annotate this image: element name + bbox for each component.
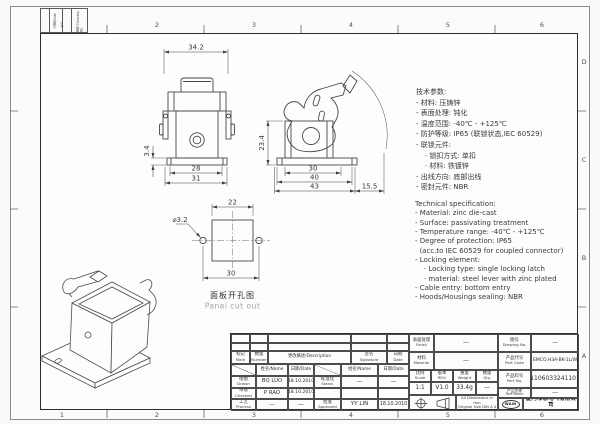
zone-label: 2	[154, 21, 160, 29]
tb-projection-symbols	[409, 395, 456, 411]
corner-stamp-table: 日期/Date 图号 Drawing No.	[40, 8, 88, 33]
spec-line: - 联锁元件:	[416, 140, 452, 149]
tb-company-logo: WAIN	[498, 398, 523, 411]
spec-line: - Material: zinc die-cast	[415, 209, 497, 218]
tb-drawn-date: 18.10.2010	[288, 376, 314, 388]
spec-line: - Surface: passivating treatment	[415, 218, 529, 227]
tb-finish-value: —	[434, 334, 498, 352]
spec-line: - 防护等级: IP65 (联锁状态,IEC 60529)	[416, 130, 543, 139]
zone-label: 5	[445, 21, 451, 29]
zone-label: 6	[539, 21, 545, 29]
zone-label: 5	[445, 411, 451, 419]
corner-drawing-no-label: 图号 Drawing No.	[75, 11, 84, 32]
projection-symbol-icon	[414, 397, 450, 409]
tb-stand-name: —	[341, 376, 378, 388]
tb-rev-value: V1.0	[431, 382, 453, 395]
tb-part-code-value: EMCO.H3A-BK-1L/W	[531, 352, 579, 370]
zone-label: 1	[59, 411, 65, 419]
zone-label: A	[581, 352, 587, 360]
tb-dimension-note: All Dimensions in mm Original Size DIN A…	[456, 395, 498, 411]
zone-label: D	[581, 58, 587, 66]
tb-drawing-no-value: —	[531, 334, 579, 352]
spec-line: - 材料: 压铸锌	[416, 98, 461, 107]
zone-label: C	[581, 156, 587, 164]
tb-name-subheader: 姓名/Name	[341, 364, 378, 376]
spec-line: - Cable entry: bottom entry	[415, 284, 511, 293]
spec-line: Technical specification:	[415, 200, 496, 208]
spec-line: - Degree of protection: IP65	[415, 237, 512, 246]
spec-line: - 密封元件: NBR	[416, 183, 469, 192]
spec-line: - Hoods/Housings sealing: NBR	[415, 293, 523, 302]
tb-date-subheader: 日期/Date	[288, 364, 314, 376]
spec-block-english: Technical specification: - Material: zin…	[415, 200, 563, 303]
corner-date-label: 日期/Date	[53, 12, 58, 29]
spec-line: · 锁扣方式: 单扣	[416, 151, 476, 160]
tb-diagonal-cell	[314, 364, 341, 376]
zone-label: 2	[154, 411, 160, 419]
spec-line: 技术参数:	[416, 88, 447, 96]
tb-approved-date: 18.10.2010	[378, 399, 409, 411]
spec-line: · material: steel lever with zinc plated	[415, 274, 557, 283]
tb-scale-value: 1:1	[409, 382, 431, 395]
tb-weight-value: 33.4g	[453, 382, 476, 395]
tb-process-date: —	[288, 399, 314, 411]
zone-label: 4	[348, 411, 354, 419]
spec-line: - 出线方向: 底部出线	[416, 172, 482, 181]
spec-block-chinese: 技术参数: - 材料: 压铸锌 - 表面处理: 钝化 - 温度范围: -40℃ …	[416, 87, 542, 193]
spec-line: - Locking element:	[415, 256, 480, 265]
spec-line: - Temperature range: -40℃ - +125℃	[415, 228, 545, 237]
tb-part-no-value: 1106033241101	[531, 370, 579, 388]
spec-line: (acc.to IEC 60529 for coupled connector)	[415, 246, 564, 255]
spec-line: · Locking type: single locking latch	[415, 265, 545, 274]
tb-drawn-name: BQ LUO	[256, 376, 288, 388]
tb-checked-name: P RAO	[256, 388, 288, 399]
spec-line: · 材料: 铁镀锌	[416, 162, 469, 171]
tb-material-value: —	[434, 352, 498, 370]
tb-process-name: —	[256, 399, 288, 411]
tb-name-subheader: 姓名/Name	[256, 364, 288, 376]
zone-label: B	[581, 254, 587, 262]
tb-description-header: 更改摘述/Description	[268, 351, 351, 364]
spec-line: - 温度范围: -40℃ - +125℃	[416, 119, 507, 128]
tb-stand-date: —	[378, 376, 409, 388]
tb-qty-value: —	[476, 382, 498, 395]
wain-logo-icon: WAIN	[501, 400, 520, 409]
zone-label: 3	[251, 21, 257, 29]
zone-label: 6	[539, 411, 545, 419]
tb-checked-date: 18.10.2010	[288, 388, 314, 399]
tb-approved-name: YY LIN	[341, 399, 378, 411]
tb-company-name: 厦门唯恩电气有限公司 XIAMEN WAIN ELECTRICAL CO.,LT…	[523, 398, 579, 411]
zone-label: 1	[59, 21, 65, 29]
zone-label: 3	[251, 411, 257, 419]
tb-date-subheader: 日期/Date	[378, 364, 409, 376]
zone-label: 4	[348, 21, 354, 29]
tb-part-name-value: —	[531, 388, 579, 398]
tb-diagonal-cell	[231, 364, 256, 376]
spec-line: - 表面处理: 钝化	[416, 109, 468, 118]
